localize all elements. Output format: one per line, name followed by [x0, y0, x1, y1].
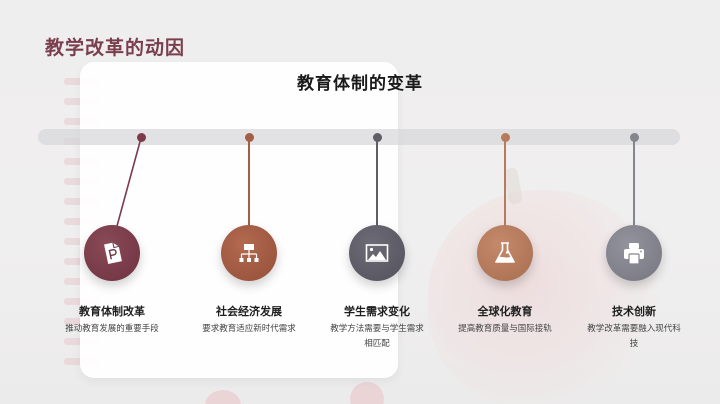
timeline-label: 教育体制改革	[79, 305, 145, 318]
printer-icon	[624, 243, 644, 265]
timeline-dot	[630, 133, 639, 142]
powerpoint-file-icon	[104, 242, 122, 265]
timeline-circle[interactable]	[84, 225, 140, 281]
timeline-bar	[38, 129, 680, 145]
timeline-circle[interactable]	[221, 225, 277, 281]
background-apple	[428, 190, 658, 404]
timeline-circle[interactable]	[349, 225, 405, 281]
timeline-dot	[373, 133, 382, 142]
timeline-label: 社会经济发展	[216, 305, 282, 318]
timeline-description: 教学改革需要融入现代科技	[587, 324, 681, 349]
section-subtitle: 教育体制的变革	[297, 74, 423, 94]
timeline-dot	[501, 133, 510, 142]
timeline-circle[interactable]	[606, 225, 662, 281]
timeline-circle[interactable]	[477, 225, 533, 281]
timeline-dot	[245, 133, 254, 142]
flask-icon	[495, 242, 515, 263]
timeline-description: 要求教育适应新时代需求	[202, 324, 296, 334]
connector-line	[633, 138, 635, 226]
timeline-description: 教学方法需要与学生需求相匹配	[330, 324, 424, 349]
image-icon	[365, 244, 389, 262]
connector-line	[504, 138, 506, 226]
connector-line	[248, 138, 250, 226]
timeline-description: 推动教育发展的重要手段	[65, 324, 159, 334]
page-title: 教学改革的动因	[45, 37, 186, 59]
timeline-dot	[137, 133, 146, 142]
connector-line	[376, 138, 378, 226]
timeline-label: 技术创新	[612, 305, 656, 318]
background-cherry	[350, 382, 384, 404]
background-cherry	[205, 390, 241, 404]
sitemap-icon	[239, 244, 259, 262]
timeline-label: 学生需求变化	[344, 305, 410, 318]
timeline-description: 提高教育质量与国际接轨	[458, 324, 552, 334]
timeline-label: 全球化教育	[477, 305, 533, 318]
